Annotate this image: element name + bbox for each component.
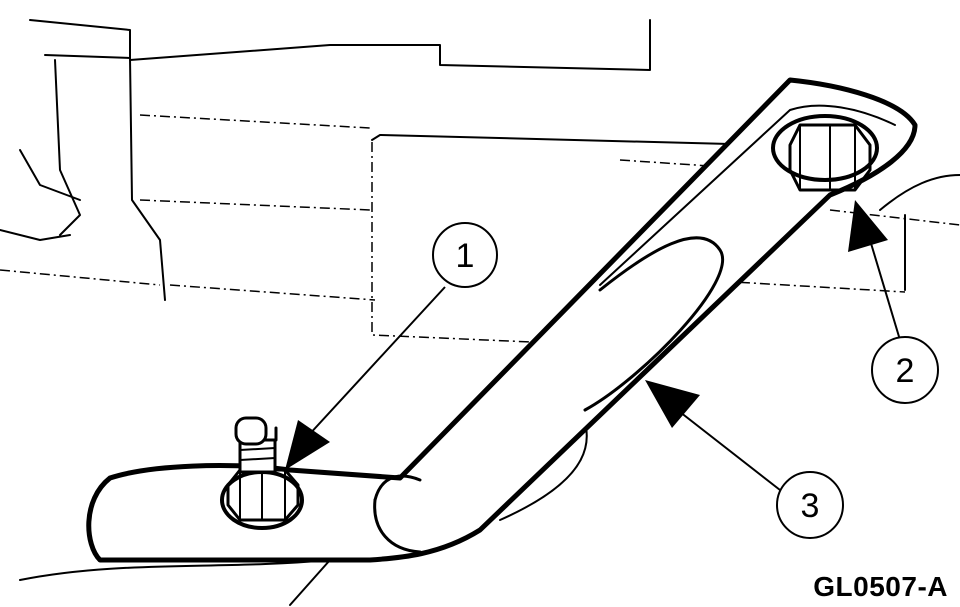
callout-1-label: 1: [456, 237, 475, 275]
callout-2-label: 2: [896, 352, 915, 390]
callout-3: 3: [645, 380, 844, 539]
callout-1-arrow: [285, 420, 330, 470]
figure-id: GL0507-A: [813, 571, 948, 602]
stud-nut: [220, 416, 304, 530]
callout-3-circle: [776, 471, 844, 539]
callout-2-circle: [871, 336, 939, 404]
background-panel: [0, 19, 960, 606]
bolt: [771, 114, 879, 192]
callout-1-circle: [432, 222, 498, 288]
callout-2-arrow: [848, 200, 888, 252]
callout-2: 2: [848, 200, 939, 404]
callout-3-label: 3: [801, 487, 820, 525]
callout-1: 1: [285, 222, 498, 470]
callout-3-arrow: [645, 380, 700, 428]
